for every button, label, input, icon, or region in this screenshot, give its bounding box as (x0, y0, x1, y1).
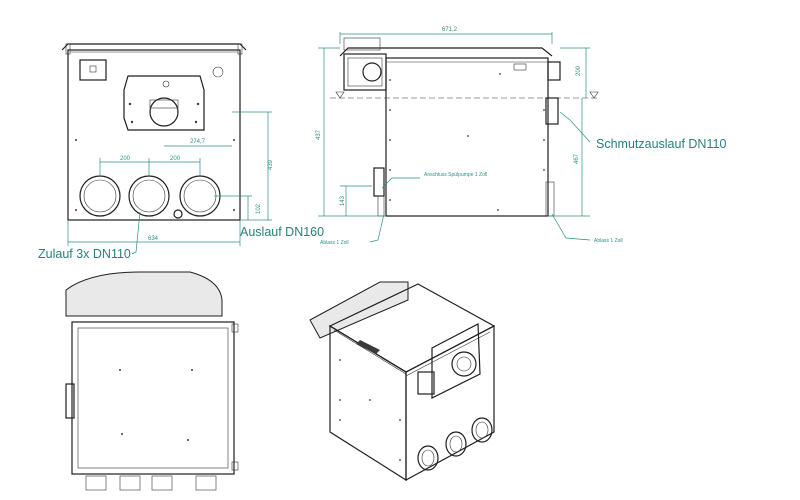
front-offset: 274,7 (190, 139, 206, 145)
front-spacing-2: 200 (170, 156, 181, 162)
front-dimensions: 200 200 274,7 439 102 634 (67, 111, 274, 255)
side-dimensions: 671,2 200 437 467 143 (316, 27, 591, 243)
isometric-view (309, 281, 496, 482)
label-zulauf: Zulauf 3x DN110 (38, 247, 131, 261)
top-view (65, 271, 239, 491)
label-auslauf: Auslauf DN160 (240, 225, 324, 239)
note-anschluss-spuelpumpe: Anschluss Spülpumpe 1 Zoll (424, 172, 487, 178)
side-width: 671,2 (442, 27, 458, 33)
front-height: 439 (268, 159, 274, 170)
side-height-left: 437 (316, 129, 322, 140)
side-height-right: 467 (574, 153, 580, 164)
side-top: 200 (576, 65, 582, 76)
front-width: 634 (148, 236, 159, 242)
note-ablass-right: Ablass 1 Zoll (594, 238, 623, 244)
side-low: 143 (340, 195, 346, 206)
note-ablass-left: Ablass 1 Zoll (320, 240, 349, 246)
front-bottom: 102 (256, 203, 262, 214)
front-view (61, 43, 247, 221)
label-schmutzauslauf: Schmutzauslauf DN110 (596, 137, 726, 151)
side-view (330, 37, 600, 217)
front-spacing-1: 200 (120, 156, 131, 162)
